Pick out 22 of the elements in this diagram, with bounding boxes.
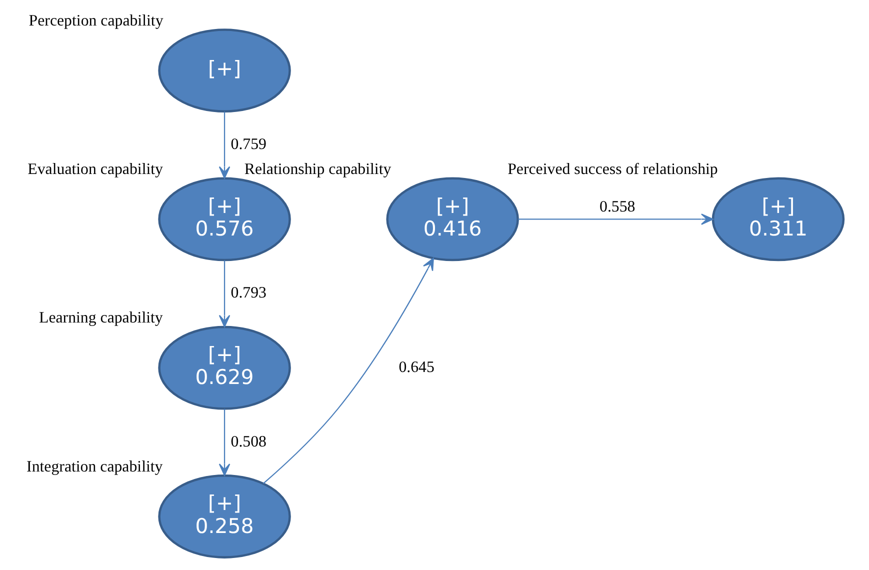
node-ellipse: [+] 0.629 (158, 326, 290, 410)
node-ellipse: [+] 0.576 (158, 177, 290, 262)
edge-label: 0.508 (230, 433, 266, 450)
node-ellipse: [+] 0.258 (158, 474, 290, 558)
node-label: Integration capability (26, 458, 162, 476)
arrow (262, 258, 434, 484)
arrow (218, 112, 230, 179)
arrow (218, 408, 230, 476)
edge-label: 0.558 (599, 198, 635, 216)
arrow (218, 260, 230, 328)
edge-label: 0.793 (230, 284, 266, 302)
edge-label: 0.645 (398, 359, 434, 376)
node-label: Learning capability (38, 310, 162, 327)
node-label: Relationship capability (244, 161, 391, 178)
node-label: Perceived success of relationship (507, 161, 718, 178)
arrow (518, 214, 713, 225)
node-label: Evaluation capability (27, 161, 163, 178)
node-label: Perception capability (28, 12, 163, 30)
node-ellipse: [+] 0.311 (711, 177, 844, 262)
node-ellipse: [+] (158, 28, 290, 113)
edge-label: 0.759 (230, 136, 266, 154)
node-ellipse: [+] 0.416 (386, 177, 518, 262)
